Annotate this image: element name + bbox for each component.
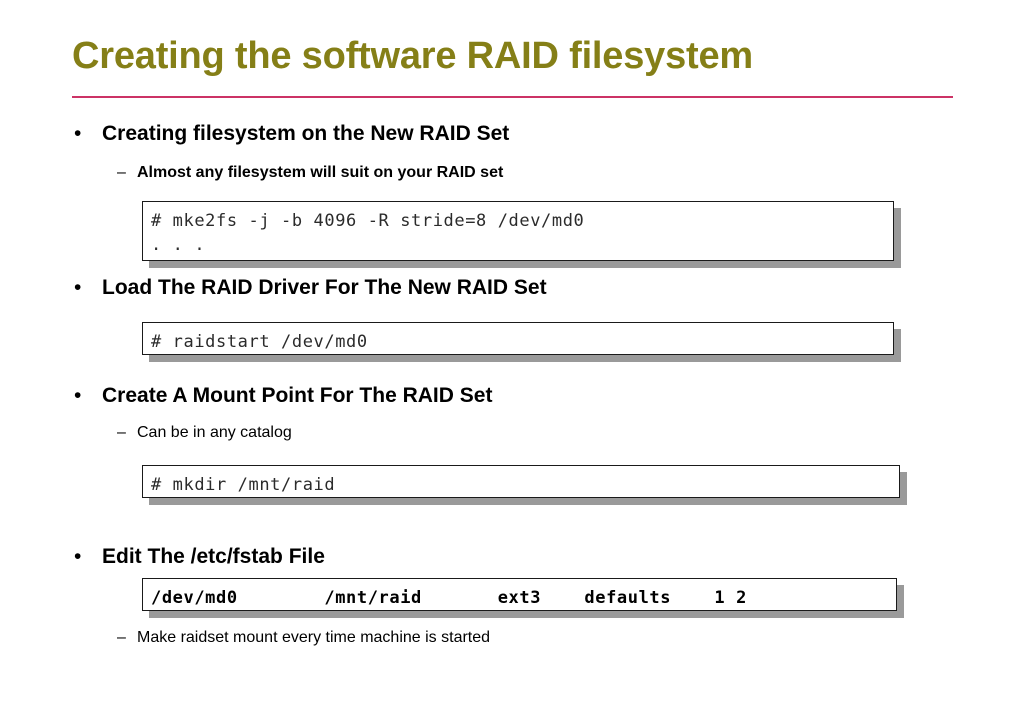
subbullet-section-1: – Almost any filesystem will suit on you… — [0, 163, 1024, 182]
bullet-section-3-heading: • Create A Mount Point For The RAID Set — [0, 384, 1024, 408]
code-line: /dev/md0 /mnt/raid ext3 defaults 1 2 — [151, 588, 747, 608]
code-line: # mkdir /mnt/raid — [151, 475, 336, 495]
code-block-fstab: /dev/md0 /mnt/raid ext3 defaults 1 2 — [142, 578, 897, 611]
dash-marker-icon: – — [117, 629, 126, 646]
subbullet-section-4: – Make raidset mount every time machine … — [0, 628, 1024, 647]
bullet-section-1-heading-text: Creating filesystem on the New RAID Set — [102, 122, 510, 145]
bullet-section-4-heading: • Edit The /etc/fstab File — [0, 545, 1024, 569]
subbullet-section-1-text: Almost any filesystem will suit on your … — [137, 164, 504, 181]
bullet-section-2-heading: • Load The RAID Driver For The New RAID … — [0, 276, 1024, 300]
subbullet-section-4-text: Make raidset mount every time machine is… — [137, 629, 491, 646]
code-block-mke2fs: # mke2fs -j -b 4096 -R stride=8 /dev/md0… — [142, 201, 894, 261]
bullet-marker-icon: • — [74, 384, 82, 407]
bullet-marker-icon: • — [74, 122, 82, 145]
code-line: # raidstart /dev/md0 — [151, 332, 368, 352]
code-block-raidstart: # raidstart /dev/md0 — [142, 322, 894, 355]
bullet-marker-icon: • — [74, 545, 82, 568]
dash-marker-icon: – — [117, 164, 126, 181]
title-divider — [72, 96, 953, 98]
code-block-mkdir: # mkdir /mnt/raid — [142, 465, 900, 498]
dash-marker-icon: – — [117, 424, 126, 441]
code-line: # mke2fs -j -b 4096 -R stride=8 /dev/md0 — [151, 211, 585, 231]
code-line: . . . — [151, 235, 206, 256]
bullet-section-3-heading-text: Create A Mount Point For The RAID Set — [102, 384, 493, 407]
bullet-section-1-heading: • Creating filesystem on the New RAID Se… — [0, 122, 1024, 146]
bullet-section-2-heading-text: Load The RAID Driver For The New RAID Se… — [102, 276, 547, 299]
bullet-section-4-heading-text: Edit The /etc/fstab File — [102, 545, 325, 568]
subbullet-section-3-text: Can be in any catalog — [137, 424, 292, 441]
page-title: Creating the software RAID filesystem — [72, 35, 753, 77]
subbullet-section-3: – Can be in any catalog — [0, 423, 1024, 442]
bullet-marker-icon: • — [74, 276, 82, 299]
